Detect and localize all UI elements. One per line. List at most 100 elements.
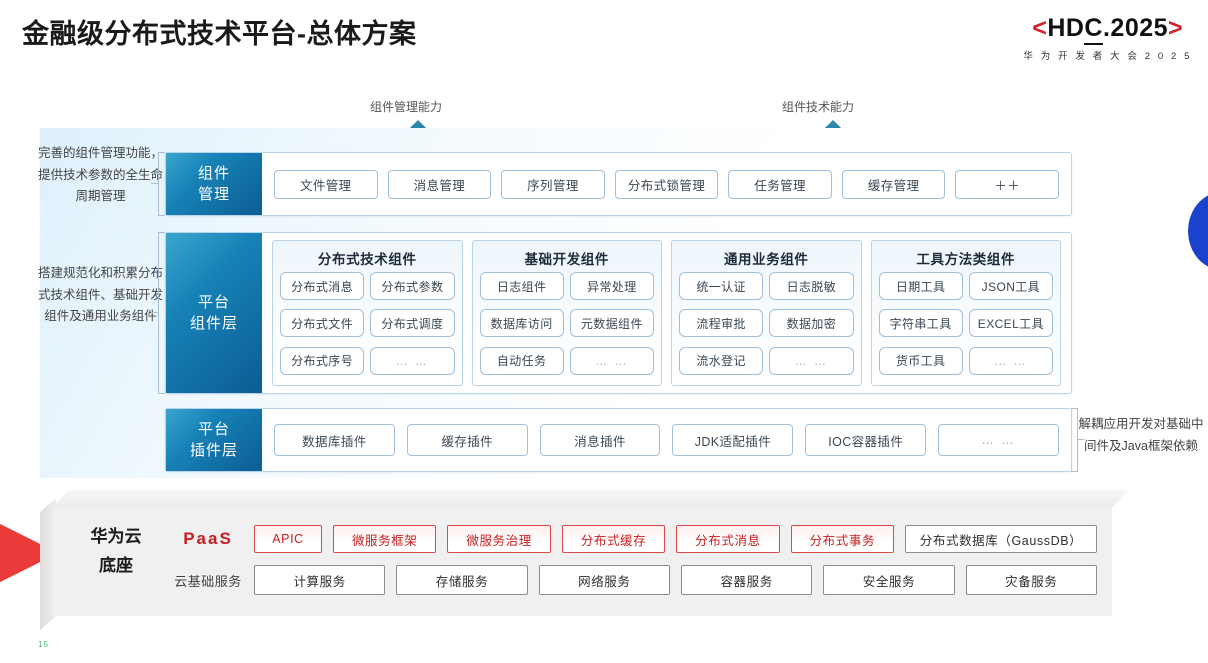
pbox-storage-service[interactable]: 存储服务 bbox=[396, 565, 528, 595]
slab-top-bevel bbox=[52, 490, 1129, 508]
tier-cloud-infrastructure: 云基础服务 计算服务 存储服务 网络服务 容器服务 安全服务 灾备服务 bbox=[162, 565, 1097, 595]
pbox-distributed-database-gaussdb[interactable]: 分布式数据库（GaussDB） bbox=[905, 525, 1098, 553]
group-grid: 日志组件 异常处理 数据库访问 元数据组件 自动任务 … … bbox=[479, 272, 654, 379]
row-label-line2: 组件层 bbox=[189, 315, 238, 332]
chip-distributed-parameter[interactable]: 分布式参数 bbox=[370, 272, 455, 300]
chip-more-dots[interactable]: … … bbox=[968, 346, 1053, 375]
group-basic-development-components: 基础开发组件 日志组件 异常处理 数据库访问 元数据组件 自动任务 … … bbox=[471, 240, 662, 386]
pbox-disaster-recovery-service[interactable]: 灾备服务 bbox=[965, 565, 1097, 595]
chip-exception-handling[interactable]: 异常处理 bbox=[569, 272, 654, 300]
hdc-text-suffix: .2025 bbox=[1102, 14, 1169, 42]
hdc-text-prefix: HD bbox=[1047, 14, 1085, 42]
chip-cache-plugin[interactable]: 缓存插件 bbox=[406, 424, 528, 456]
chip-file-management[interactable]: 文件管理 bbox=[274, 169, 378, 199]
chip-unified-authentication[interactable]: 统一认证 bbox=[679, 272, 764, 300]
pbox-distributed-transaction[interactable]: 分布式事务 bbox=[790, 525, 895, 553]
chip-string-utility[interactable]: 字符串工具 bbox=[878, 309, 963, 338]
group-grid: 日期工具 JSON工具 字符串工具 EXCEL工具 货币工具 … … bbox=[878, 272, 1053, 379]
pbox-distributed-message[interactable]: 分布式消息 bbox=[676, 525, 780, 553]
chip-more-plus[interactable]: ＋＋ bbox=[955, 169, 1060, 199]
chip-message-management[interactable]: 消息管理 bbox=[387, 169, 492, 199]
chip-distributed-lock-management[interactable]: 分布式锁管理 bbox=[614, 169, 719, 199]
chip-more-dots[interactable]: … … bbox=[769, 346, 854, 375]
group-utility-method-components: 工具方法类组件 日期工具 JSON工具 字符串工具 EXCEL工具 货币工具 …… bbox=[870, 240, 1061, 386]
chip-sequence-management[interactable]: 序列管理 bbox=[501, 169, 605, 199]
chip-process-approval[interactable]: 流程审批 bbox=[679, 309, 764, 338]
row-label-line2: 管理 bbox=[197, 186, 230, 203]
hdc-logo-main: <HDC.2025> bbox=[1023, 14, 1192, 45]
chip-automated-task[interactable]: 自动任务 bbox=[479, 346, 564, 375]
tier-body-cloud-infrastructure: 计算服务 存储服务 网络服务 容器服务 安全服务 灾备服务 bbox=[254, 565, 1097, 595]
hdc-text-underlined: C bbox=[1084, 14, 1103, 45]
pbox-distributed-cache[interactable]: 分布式缓存 bbox=[561, 525, 666, 553]
row-component-management: 组件 管理 文件管理 消息管理 序列管理 分布式锁管理 任务管理 缓存管理 ＋＋ bbox=[165, 152, 1072, 216]
tier-name-paas: PaaS bbox=[183, 529, 233, 548]
group-distributed-technology-components: 分布式技术组件 分布式消息 分布式参数 分布式文件 分布式调度 分布式序号 … … bbox=[272, 240, 463, 386]
group-title: 分布式技术组件 bbox=[317, 252, 417, 267]
chip-more-dots[interactable]: … … bbox=[938, 424, 1059, 456]
row-body-platform-component-layer: 分布式技术组件 分布式消息 分布式参数 分布式文件 分布式调度 分布式序号 … … bbox=[262, 233, 1071, 393]
chip-task-management[interactable]: 任务管理 bbox=[728, 169, 832, 199]
chip-metadata-component[interactable]: 元数据组件 bbox=[569, 309, 654, 338]
chip-more-dots[interactable]: … … bbox=[370, 346, 455, 375]
chip-message-plugin[interactable]: 消息插件 bbox=[539, 424, 661, 456]
hdc-logo-subtitle: 华 为 开 发 者 大 会 2 0 2 5 bbox=[1023, 51, 1192, 62]
row-label-component-management: 组件 管理 bbox=[166, 153, 262, 215]
chip-distributed-message[interactable]: 分布式消息 bbox=[280, 272, 365, 300]
group-general-business-components: 通用业务组件 统一认证 日志脱敏 流程审批 数据加密 流水登记 … … bbox=[671, 240, 862, 386]
row-label-platform-component-layer: 平台 组件层 bbox=[166, 233, 262, 393]
pbox-apic[interactable]: APIC bbox=[254, 525, 322, 553]
group-grid: 分布式消息 分布式参数 分布式文件 分布式调度 分布式序号 … … bbox=[280, 272, 455, 379]
pbox-microservice-governance[interactable]: 微服务治理 bbox=[447, 525, 551, 553]
row-label-line1: 组件 bbox=[197, 164, 230, 182]
group-grid: 统一认证 日志脱敏 流程审批 数据加密 流水登记 … … bbox=[679, 272, 854, 379]
chip-json-utility[interactable]: JSON工具 bbox=[968, 272, 1053, 300]
row-body-platform-plugin-layer: 数据库插件 缓存插件 消息插件 JDK适配插件 IOC容器插件 … … bbox=[262, 409, 1071, 471]
tick-left-top bbox=[151, 183, 158, 184]
chip-currency-utility[interactable]: 货币工具 bbox=[878, 346, 963, 375]
chip-log-component[interactable]: 日志组件 bbox=[479, 272, 564, 300]
chip-ioc-container-plugin[interactable]: IOC容器插件 bbox=[805, 424, 927, 456]
row-platform-plugin-layer: 平台 插件层 数据库插件 缓存插件 消息插件 JDK适配插件 IOC容器插件 …… bbox=[165, 408, 1072, 472]
hdc-left-bracket: < bbox=[1032, 14, 1048, 42]
tier-body-paas: APIC 微服务框架 微服务治理 分布式缓存 分布式消息 分布式事务 分布式数据… bbox=[254, 525, 1098, 553]
pbox-compute-service[interactable]: 计算服务 bbox=[254, 565, 386, 595]
chip-more-dots[interactable]: … … bbox=[569, 346, 654, 375]
base-label-line2: 底座 bbox=[99, 555, 133, 575]
chip-jdk-adapter-plugin[interactable]: JDK适配插件 bbox=[672, 424, 794, 456]
tier-name-cloud-infrastructure: 云基础服务 bbox=[174, 573, 242, 589]
chip-database-access[interactable]: 数据库访问 bbox=[479, 309, 564, 338]
annotation-left-top: 完善的组件管理功能，提供技术参数的全生命周期管理 bbox=[38, 146, 164, 203]
tick-right bbox=[1077, 439, 1084, 440]
chip-data-encryption[interactable]: 数据加密 bbox=[769, 309, 854, 338]
page-number: 15 bbox=[38, 640, 49, 649]
row-label-line1: 平台 bbox=[197, 420, 230, 438]
chip-cache-management[interactable]: 缓存管理 bbox=[841, 169, 946, 199]
row-body-component-management: 文件管理 消息管理 序列管理 分布式锁管理 任务管理 缓存管理 ＋＋ bbox=[262, 153, 1071, 215]
pbox-microservice-framework[interactable]: 微服务框架 bbox=[333, 525, 437, 553]
row-label-line2: 插件层 bbox=[189, 442, 238, 459]
pbox-security-service[interactable]: 安全服务 bbox=[823, 565, 955, 595]
base-label-line1: 华为云 bbox=[90, 527, 142, 546]
annotation-right: 解耦应用开发对基础中间件及Java框架依赖 bbox=[1078, 417, 1204, 453]
group-title: 通用业务组件 bbox=[723, 252, 809, 267]
tier-paas: PaaS APIC 微服务框架 微服务治理 分布式缓存 分布式消息 分布式事务 … bbox=[162, 525, 1098, 553]
chip-database-plugin[interactable]: 数据库插件 bbox=[274, 424, 395, 456]
brace-left-bottom bbox=[158, 232, 165, 394]
row-label-platform-plugin-layer: 平台 插件层 bbox=[166, 409, 262, 471]
chip-distributed-file[interactable]: 分布式文件 bbox=[280, 309, 365, 338]
chip-date-utility[interactable]: 日期工具 bbox=[878, 272, 963, 300]
pbox-container-service[interactable]: 容器服务 bbox=[680, 565, 813, 595]
tick-left-bottom bbox=[151, 312, 158, 313]
blue-lens-decoration bbox=[1188, 192, 1208, 270]
chip-distributed-scheduling[interactable]: 分布式调度 bbox=[370, 309, 455, 338]
chip-excel-utility[interactable]: EXCEL工具 bbox=[968, 309, 1053, 338]
pbox-network-service[interactable]: 网络服务 bbox=[538, 565, 670, 595]
row-label-line1: 平台 bbox=[197, 293, 230, 311]
chip-log-desensitization[interactable]: 日志脱敏 bbox=[769, 272, 854, 300]
arrow-label-component-management: 组件管理能力 bbox=[370, 100, 443, 114]
chip-distributed-sequence[interactable]: 分布式序号 bbox=[280, 346, 365, 375]
chip-transaction-record[interactable]: 流水登记 bbox=[679, 346, 764, 375]
arrow-label-component-technology: 组件技术能力 bbox=[782, 100, 855, 114]
annotation-left-bottom: 搭建规范化和积累分布式技术组件、基础开发组件及通用业务组件 bbox=[38, 266, 164, 323]
